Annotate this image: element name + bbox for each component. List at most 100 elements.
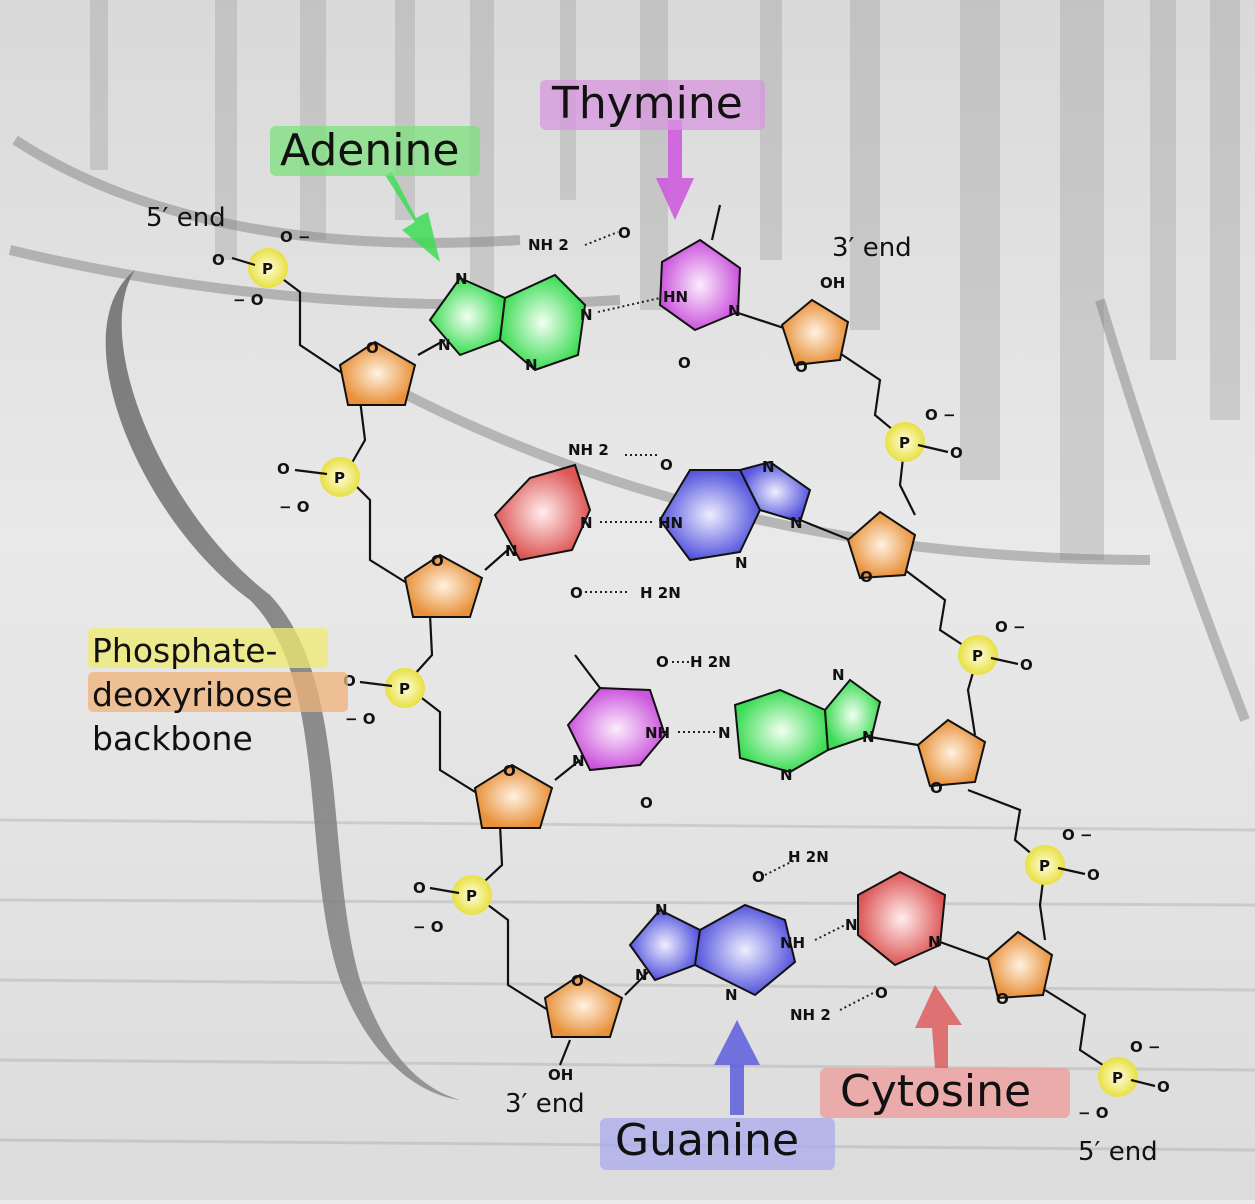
svg-text:P: P [399,680,410,698]
sugar-4 [543,973,624,1038]
thymine-base-3 [566,686,667,772]
svg-text:N: N [580,306,593,324]
svg-text:O: O [571,972,584,990]
svg-text:− O: − O [233,291,264,309]
base-pair-3: O NH N O H 2N N N N N [566,653,882,812]
label-arrows [385,120,962,1115]
svg-text:− O: − O [345,710,376,728]
svg-text:− O: − O [413,918,444,936]
svg-text:N: N [928,933,941,951]
svg-text:N: N [845,916,858,934]
label-highlights [88,80,1070,1170]
svg-text:NH: NH [645,724,670,742]
phosphate-1: P O O − − O [212,228,311,309]
three-prime-end-top: 3′ end [832,233,912,263]
svg-text:O: O [618,224,631,242]
svg-text:H 2N: H 2N [788,848,829,866]
svg-text:OH: OH [548,1066,573,1084]
svg-text:O: O [875,984,888,1002]
svg-text:O: O [996,990,1009,1008]
svg-text:P: P [466,887,477,905]
svg-text:O: O [795,358,808,376]
svg-text:N: N [505,542,518,560]
backbone-label-line3: backbone [92,719,253,758]
base-pair-4: N N N O NH NH 2 H 2N N N O [628,848,947,1024]
svg-text:O: O [752,868,765,886]
thymine-label: Thymine [551,78,743,129]
svg-text:O: O [656,653,669,671]
sugar-5 [780,298,850,367]
svg-text:O −: O − [925,406,956,424]
svg-text:HN: HN [658,514,683,532]
sugar-2 [403,553,484,618]
svg-text:− O: − O [279,498,310,516]
svg-text:N: N [790,514,803,532]
sugar-6 [846,510,917,580]
svg-text:P: P [334,469,345,487]
phosphate-groups: P O O − − O P O − O P O − O P O − O [212,228,1170,1122]
svg-text:N: N [832,666,845,684]
adenine-label: Adenine [280,125,459,176]
base-pair-1: N N N N NH 2 O HN N O [428,204,742,374]
svg-text:N: N [572,752,585,770]
svg-text:NH 2: NH 2 [790,1006,831,1024]
svg-text:O: O [212,251,225,269]
five-prime-end-top: 5′ end [146,203,226,233]
phosphate-7: P O O − [1025,826,1100,885]
cytosine-base-2 [493,463,592,562]
svg-text:H 2N: H 2N [690,653,731,671]
svg-text:N: N [735,554,748,572]
svg-text:N: N [580,514,593,532]
svg-text:N: N [762,458,775,476]
svg-text:NH 2: NH 2 [568,441,609,459]
svg-text:N: N [655,901,668,919]
svg-text:P: P [1112,1069,1123,1087]
svg-text:H 2N: H 2N [640,584,681,602]
svg-text:O: O [1087,866,1100,884]
svg-text:P: P [899,434,910,452]
svg-text:P: P [1039,857,1050,875]
svg-text:O: O [860,568,873,586]
guanine-base-4 [628,908,702,982]
phosphate-4: P O − O [413,875,492,936]
svg-text:OH: OH [820,274,845,292]
base-pair-2: NH 2 N N O O HN N N N H 2N [493,441,812,602]
svg-text:O: O [950,444,963,462]
five-prime-end-bottom: 5′ end [1078,1137,1158,1167]
phosphate-5: P O O − [885,406,963,462]
svg-text:P: P [972,647,983,665]
thymine-base-1 [658,238,742,332]
phosphate-2: P O − O [277,457,360,516]
svg-text:N: N [780,766,793,784]
phosphate-8: P O O − − O [1078,1038,1170,1122]
phosphate-3: P O − O [343,668,425,728]
svg-text:O: O [640,794,653,812]
svg-text:O: O [366,339,379,357]
svg-text:O −: O − [1130,1038,1161,1056]
cytosine-label: Cytosine [840,1066,1031,1117]
svg-text:O: O [678,354,691,372]
sugar-8 [986,930,1054,1000]
svg-text:O: O [1157,1078,1170,1096]
cytosine-arrow [915,985,962,1068]
thymine-arrow [656,120,694,220]
guanine-label: Guanine [615,1115,799,1166]
svg-text:N: N [718,724,731,742]
sugar-7 [916,718,987,788]
backbone-label-line2: deoxyribose [92,675,293,714]
phosphate-6: P O O − [958,618,1033,675]
svg-text:O: O [930,779,943,797]
svg-text:O −: O − [995,618,1026,636]
guanine-arrow [714,1020,760,1115]
three-prime-end-bottom: 3′ end [505,1089,585,1119]
svg-text:O: O [570,584,583,602]
backbone-label-line1: Phosphate- [92,631,277,670]
deoxyribose-sugars: O O O O O O O O OH OH [338,274,1054,1084]
svg-text:O: O [277,460,290,478]
adenine-base-1 [428,276,507,357]
svg-text:N: N [635,966,648,984]
svg-text:N: N [438,336,451,354]
svg-text:N: N [455,270,468,288]
